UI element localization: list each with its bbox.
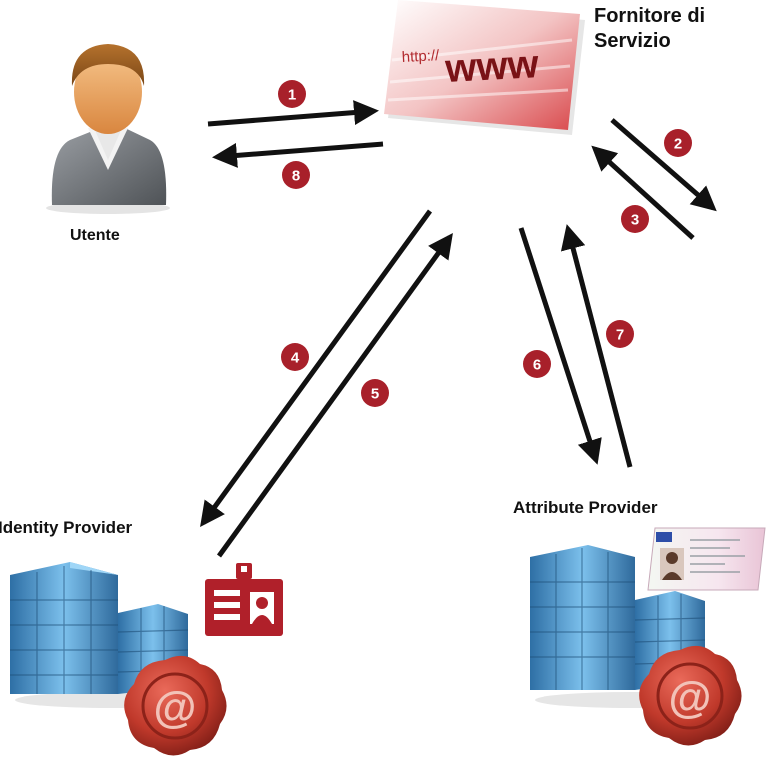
arrow-step-2 <box>610 118 717 212</box>
arrow-step-6 <box>518 227 602 465</box>
service-provider-label-line1: Fornitore di <box>594 5 706 27</box>
identity-provider-label: Identity Provider <box>0 518 133 537</box>
step-badges: 1 8 2 3 4 5 6 7 <box>278 80 692 407</box>
svg-text:@: @ <box>154 683 197 732</box>
svg-text:1: 1 <box>288 87 296 104</box>
arrow-step-3 <box>591 145 695 240</box>
attribute-provider-label: Attribute Provider <box>513 498 658 517</box>
svg-text:4: 4 <box>291 350 300 367</box>
svg-text:5: 5 <box>371 386 379 403</box>
identity-card-icon <box>647 527 766 591</box>
url-prefix: http:// <box>401 47 440 66</box>
svg-text:6: 6 <box>533 357 541 374</box>
step-badge-7: 7 <box>606 320 634 348</box>
step-badge-4: 4 <box>281 343 309 371</box>
step-badge-2: 2 <box>664 129 692 157</box>
id-badge-icon <box>205 563 283 636</box>
svg-text:7: 7 <box>616 327 624 344</box>
step-badge-8: 8 <box>282 161 310 189</box>
arrow-step-7 <box>560 224 633 468</box>
svg-text:@: @ <box>669 673 712 722</box>
user-avatar-icon <box>46 44 170 214</box>
wax-seal-at-icon: @ <box>124 655 227 756</box>
step-badge-6: 6 <box>523 350 551 378</box>
arrow-step-4 <box>200 209 433 528</box>
svg-text:8: 8 <box>292 168 300 185</box>
arrow-step-5 <box>216 232 453 558</box>
url-www: www <box>443 42 540 91</box>
service-provider-label-line2: Servizio <box>594 30 671 52</box>
arrow-step-8 <box>212 141 384 168</box>
user-label: Utente <box>70 227 120 244</box>
arrow-step-1 <box>207 100 379 127</box>
wax-seal-at-icon: @ <box>639 645 742 746</box>
flow-arrows <box>200 100 717 558</box>
service-provider-label: Fornitore di Servizio <box>594 4 705 54</box>
svg-text:3: 3 <box>631 212 639 229</box>
step-badge-3: 3 <box>621 205 649 233</box>
step-badge-1: 1 <box>278 80 306 108</box>
svg-text:2: 2 <box>674 136 682 153</box>
step-badge-5: 5 <box>361 379 389 407</box>
www-browser-icon: http:// www <box>384 0 585 135</box>
